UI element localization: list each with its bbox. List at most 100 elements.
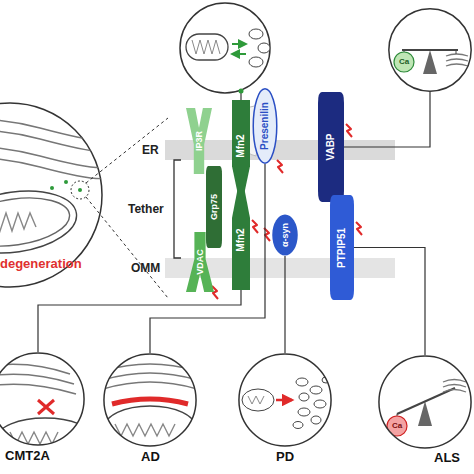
calcium-balance-circle: Ca: [388, 8, 472, 92]
cell-overview-part: [0, 119, 110, 260]
disease-circle: PD: [238, 353, 332, 447]
calcium-balance-part: [446, 54, 468, 66]
cell-overview-part-part: [0, 157, 110, 178]
protein-name: PTPIP51: [337, 227, 347, 267]
calcium-balance-circle-shape: [389, 9, 471, 91]
pd-illustration-part-part: [299, 393, 309, 401]
protein-name: VABP: [326, 133, 336, 160]
cell-overview-part-part: [50, 186, 54, 190]
fusion-fission-circle-part-part: [186, 34, 228, 60]
node-label: ALS: [434, 451, 460, 464]
disease-circle-outline: [238, 353, 332, 447]
fusion-fission-circle: [180, 3, 270, 100]
damage-bolt-part: [346, 124, 352, 137]
structure-label: Tether: [128, 203, 164, 215]
cell-overview-part-part: [0, 146, 110, 167]
cmt2a-illustration-part-part: [0, 384, 76, 394]
cmt2a-illustration-part: [38, 400, 54, 414]
disease-circle-outline: [0, 352, 85, 446]
link-line: [150, 164, 265, 353]
pd-illustration-part: [242, 377, 330, 429]
calcium-balance-part: [423, 50, 437, 74]
ptpip51-protein-shape: [330, 195, 354, 300]
fusion-fission-circle-part-part: [232, 53, 246, 55]
disease-heading: degeneration: [0, 257, 82, 270]
mfn2-protein: Mfn2: [232, 100, 250, 192]
pd-illustration-part-part: [293, 422, 303, 429]
grp75-protein: Grp75: [206, 166, 222, 248]
vabp-protein: VABP: [318, 92, 344, 202]
disease-circle-outline: [378, 355, 472, 449]
calcium-balance: [388, 8, 472, 92]
fusion-fission-circle-part: [186, 29, 270, 67]
fusion-fission-circle-part-part: [258, 43, 270, 53]
cell-overview-part-part: [0, 213, 36, 231]
pd-illustration-part-part: [248, 396, 264, 404]
structure-label: ER: [142, 144, 159, 156]
vdac-protein-shape: [186, 232, 214, 292]
presenilin-protein: Presenilin: [253, 88, 277, 164]
cell-overview-part-part: [0, 130, 110, 152]
pd-illustration-part-part: [296, 378, 308, 386]
ad-illustration-part-part: [115, 424, 175, 436]
pd-illustration-part-part: [242, 389, 274, 411]
tether-bracket: [174, 160, 181, 258]
calcium-balance-circle-outline: [388, 8, 472, 92]
als-illustration-part: [378, 355, 472, 449]
cell-overview-part: [86, 118, 168, 183]
protein-name: Presenilin: [260, 102, 270, 150]
ip3r-protein: IP3R: [186, 108, 212, 174]
disease-circle: ALSCa: [378, 355, 472, 449]
cell-overview-part-part: [0, 119, 110, 141]
disease-circle-outline: [103, 353, 197, 447]
calcium-balance-part: [394, 52, 414, 72]
disease-circle-shape: [239, 354, 331, 446]
cmt2a-illustration-part-part: [0, 364, 70, 374]
cell-overview-part-part: [78, 188, 82, 192]
protein-name: Grp75: [210, 194, 219, 220]
pd-illustration-part: [238, 353, 332, 447]
fusion-fission-circle-part: [180, 3, 270, 93]
vabp-protein-shape: [318, 92, 344, 202]
ptpip51-protein: PTPIP51: [330, 195, 354, 300]
mfn2-protein: Mfn2: [232, 190, 250, 290]
disease-circle: CMT2A: [0, 352, 85, 446]
cell-overview-part: [86, 197, 168, 298]
node-label: AD: [141, 450, 160, 463]
ad-illustration-part-part: [104, 406, 196, 450]
link-line: [354, 248, 425, 356]
ad-illustration-part: [100, 364, 200, 450]
cmt2a-illustration-part-part: [0, 374, 74, 384]
link-line: [38, 290, 241, 352]
als-illustration-part-part: [397, 388, 455, 414]
alpha-synuclein: α-syn: [272, 214, 298, 256]
protein-name: α-syn: [281, 223, 290, 247]
cell-overview-part-part: [0, 184, 81, 261]
fusion-fission-circle-part-part: [249, 57, 263, 67]
pd-illustration-part-part: [310, 386, 322, 394]
disease-circle-shape: [379, 356, 471, 448]
cell-overview-part-part: [0, 192, 73, 253]
ad-illustration-part-part: [100, 373, 200, 381]
alpha-synuclein-shape: [272, 214, 297, 255]
disease-circle-shape: [104, 354, 196, 446]
link-line: [284, 256, 285, 353]
pd-illustration-part-part: [311, 416, 321, 424]
calcium-balance-part: [456, 50, 457, 54]
vdac-protein: VDAC: [186, 232, 214, 292]
calcium-balance-part: [402, 49, 458, 51]
disease-circle-shape: [0, 353, 84, 445]
mfn2-protein-shape: [232, 100, 250, 192]
damage-bolt-part: [252, 220, 258, 233]
ip3r-protein-shape: [186, 108, 212, 174]
disease-circle: AD: [103, 353, 197, 447]
ad-illustration-part-part: [100, 382, 200, 390]
ad-illustration-part-part: [112, 399, 188, 404]
ad-illustration: [100, 353, 200, 450]
protein-name: VDAC: [196, 249, 205, 275]
mfn2-protein-shape: [232, 190, 250, 290]
cell-overview: [0, 103, 168, 298]
als-illustration-part-part: [443, 380, 466, 393]
